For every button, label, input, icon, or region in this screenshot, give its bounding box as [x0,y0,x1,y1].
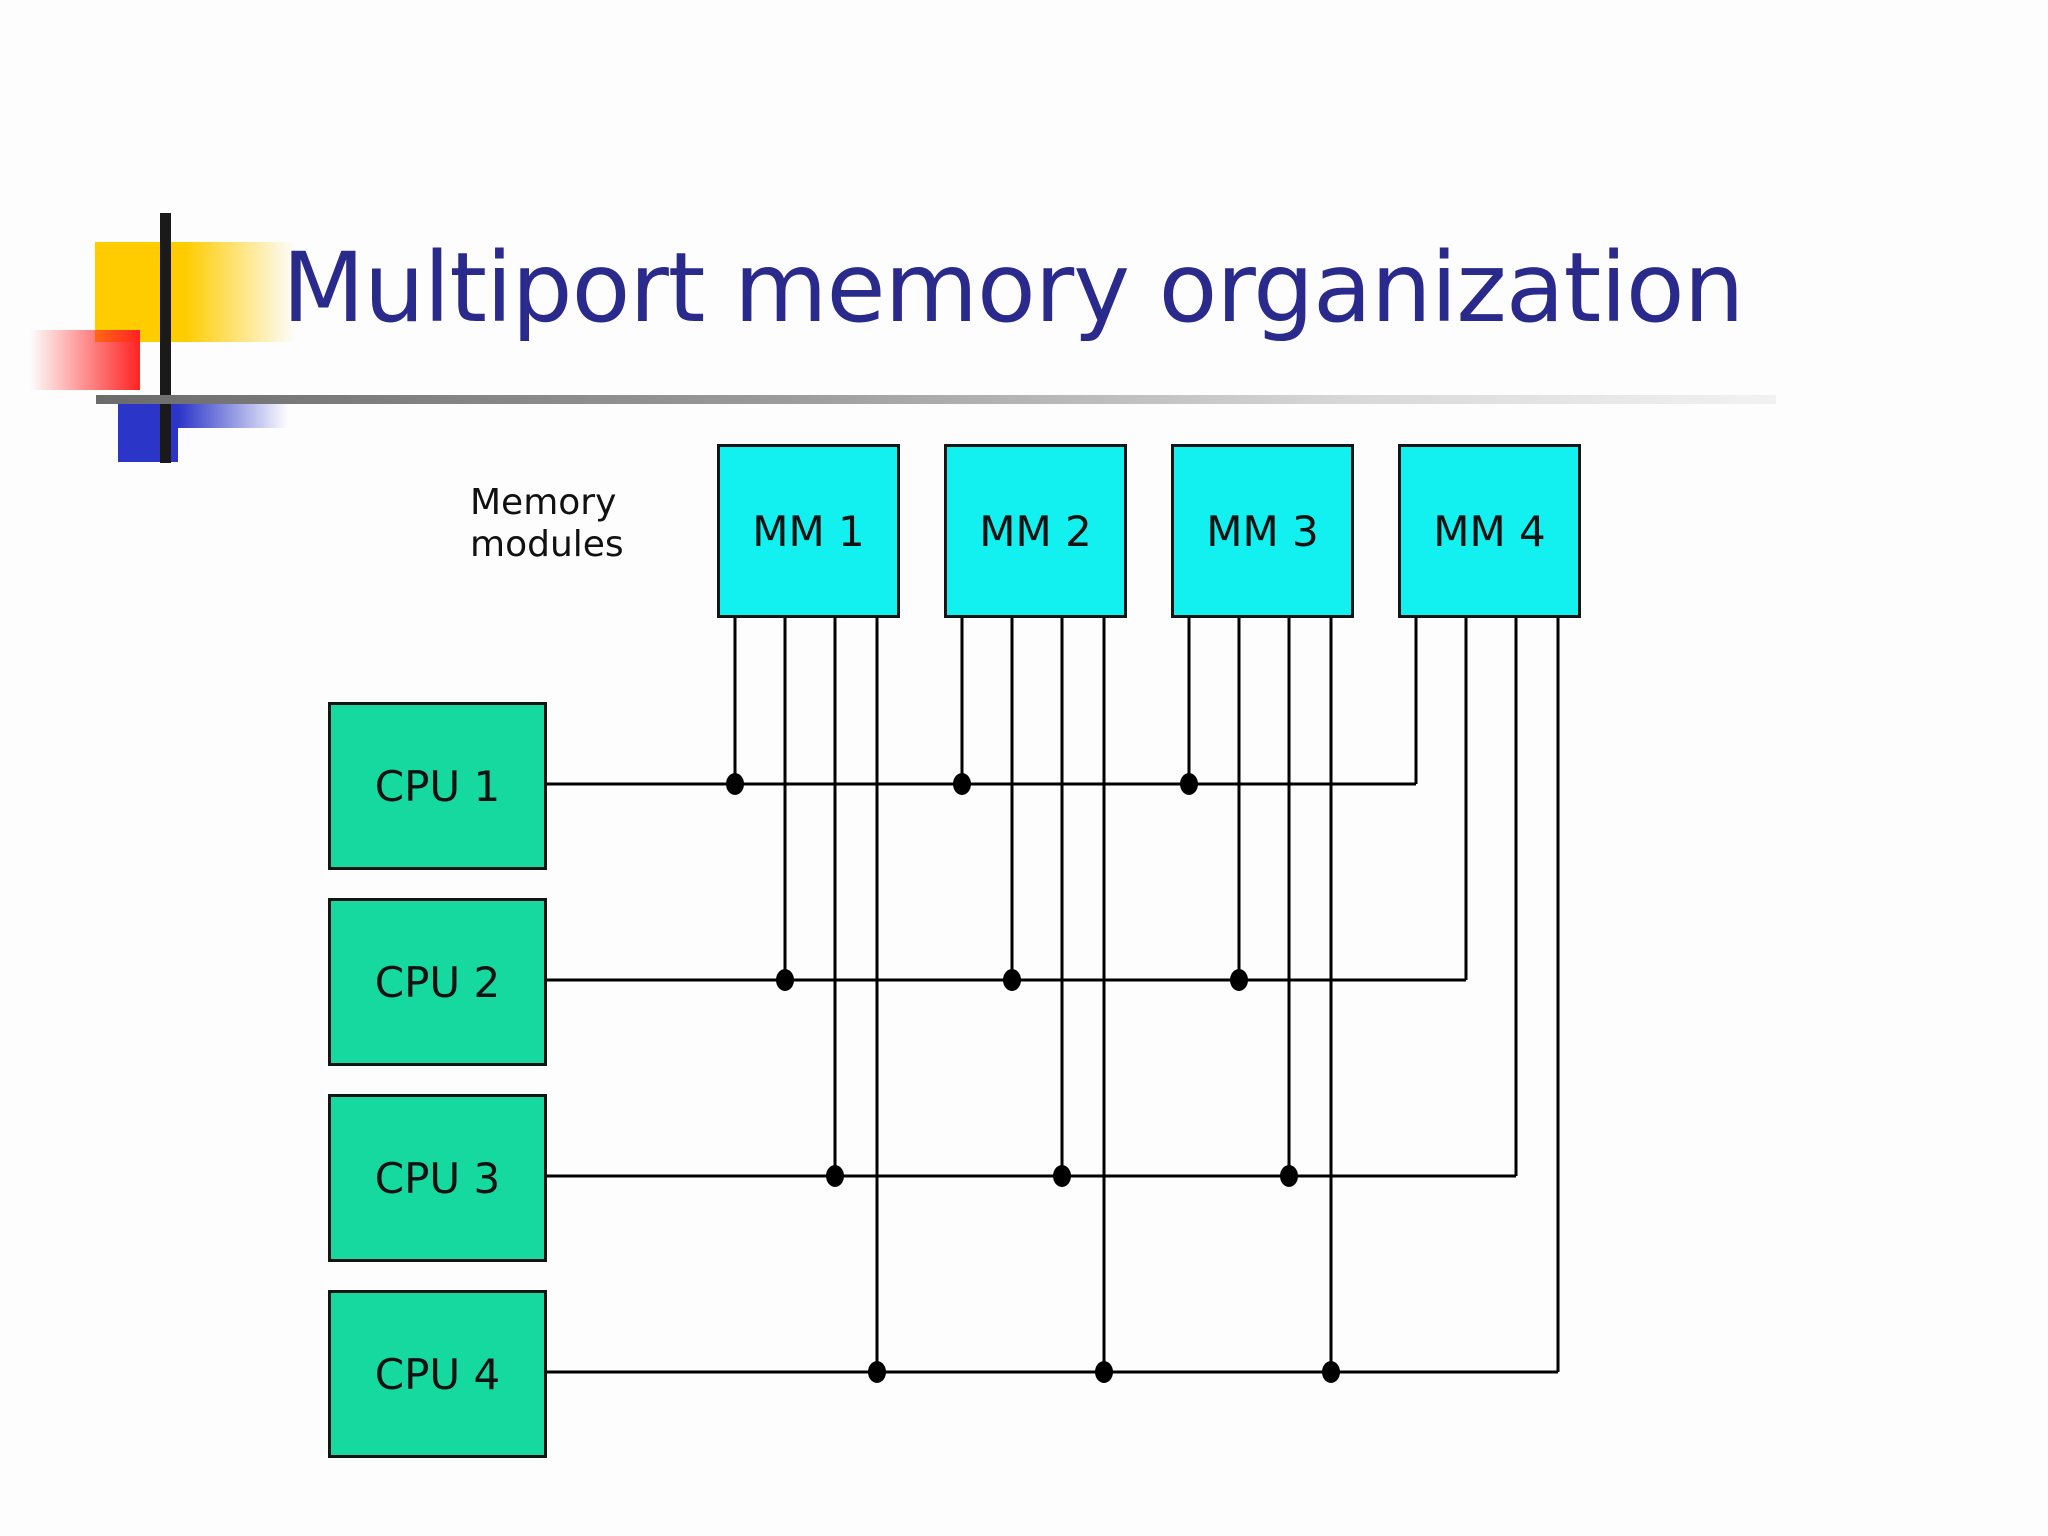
junction-cpu3-mm2 [1053,1165,1071,1187]
cpu-4-label: CPU 4 [374,1349,501,1399]
memory-modules-label-line2: modules [470,524,624,566]
cpu-3-label: CPU 3 [374,1153,501,1203]
junction-cpu3-mm1 [826,1165,844,1187]
cpu-3[interactable]: CPU 3 [328,1094,547,1262]
junction-cpu2-mm2 [1003,969,1021,991]
logo-yellow-fade [185,242,295,342]
junction-cpu1-mm3 [1180,773,1198,795]
memory-module-1-label: MM 1 [752,506,865,556]
memory-module-3[interactable]: MM 3 [1171,444,1354,618]
cpu-2[interactable]: CPU 2 [328,898,547,1066]
design-accent-logo [0,0,320,463]
memory-module-2[interactable]: MM 2 [944,444,1127,618]
junction-cpu3-mm3 [1280,1165,1298,1187]
memory-module-4-label: MM 4 [1433,506,1546,556]
title-underline-rule [96,395,1776,404]
cpu-2-label: CPU 2 [374,957,501,1007]
logo-blue-fade [178,400,288,428]
memory-modules-label: Memory modules [470,482,670,567]
memory-module-1[interactable]: MM 1 [717,444,900,618]
junction-cpu4-mm2 [1095,1361,1113,1383]
cpu-1[interactable]: CPU 1 [328,702,547,870]
cpu-4[interactable]: CPU 4 [328,1290,547,1458]
logo-red-square [30,330,140,390]
junction-cpu1-mm2 [953,773,971,795]
page-title: Multiport memory organization [282,232,1744,344]
cpu-1-label: CPU 1 [374,761,501,811]
memory-modules-label-line1: Memory [470,482,617,523]
junction-cpu1-mm1 [726,773,744,795]
junction-cpu2-mm3 [1230,969,1248,991]
logo-vertical-bar [160,213,171,463]
memory-module-4[interactable]: MM 4 [1398,444,1581,618]
junction-cpu2-mm1 [776,969,794,991]
memory-module-2-label: MM 2 [979,506,1092,556]
junction-cpu4-mm1 [868,1361,886,1383]
memory-module-3-label: MM 3 [1206,506,1319,556]
junction-cpu4-mm3 [1322,1361,1340,1383]
